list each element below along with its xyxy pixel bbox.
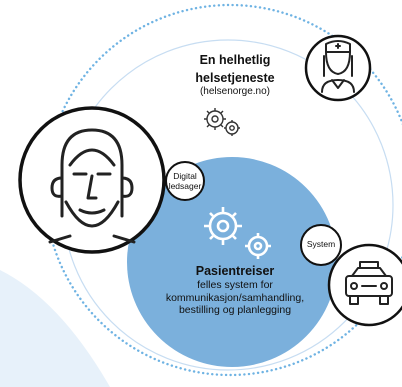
top-title: En helhetlig helsetjeneste — [165, 51, 305, 87]
nurse-bubble — [304, 34, 372, 102]
bottom-desc-line3: bestilling og planlegging — [178, 304, 292, 316]
system-bubble — [300, 224, 342, 266]
digital-bubble-label: Digital ledsager — [166, 171, 204, 191]
system-bubble-label: System — [306, 239, 336, 249]
taxi-icon — [345, 261, 393, 305]
top-title-line1: En helhetlig — [199, 53, 271, 67]
light-blue-wedge — [0, 270, 110, 387]
digital-line1: Digital — [173, 171, 197, 181]
top-subtitle: (helsenorge.no) — [199, 86, 271, 97]
outer-dotted-circle — [43, 3, 402, 377]
nurse-icon — [321, 40, 355, 93]
gears-icon — [204, 108, 240, 136]
taxi-bubble — [327, 243, 402, 327]
top-title-line2: helsetjeneste — [195, 71, 275, 85]
digital-line2: ledsager — [168, 180, 202, 191]
patient-icon — [48, 128, 136, 244]
bottom-description: felles system for kommunikasjon/samhandl… — [130, 279, 340, 317]
gears-icon-large — [204, 207, 271, 259]
patient-bubble — [18, 106, 166, 254]
digital-bubble — [165, 161, 205, 201]
bottom-title: Pasientreiser — [195, 264, 275, 278]
bottom-desc-line1: felles system for — [197, 279, 273, 291]
bottom-desc-line2: kommunikasjon/samhandling, — [165, 291, 305, 304]
